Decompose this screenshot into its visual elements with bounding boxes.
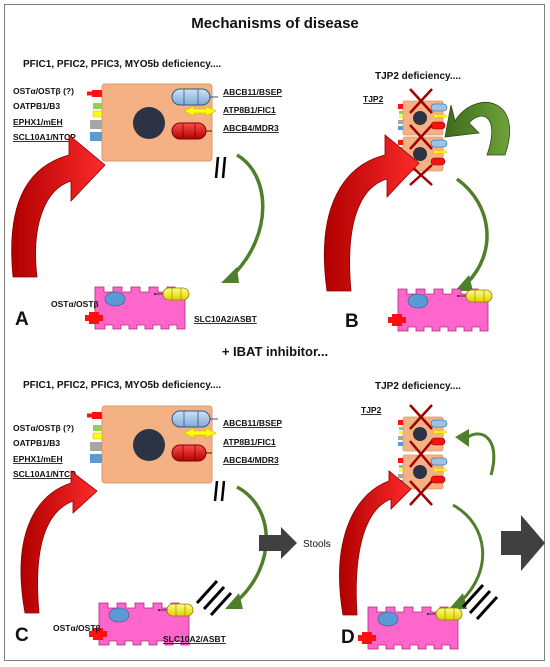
- panel-c-label-abcb4: ABCB4/MDR3: [223, 455, 279, 465]
- panel-a-label-scl10a1: SCL10A1/NTCP: [13, 132, 76, 142]
- panel-a-enterocyte-ost-label: OSTα/OSTβ: [51, 299, 99, 309]
- panel-d: TJP2 deficiency.... TJP2 D: [339, 381, 545, 650]
- panel-a-hepatocyte: [86, 83, 219, 162]
- panel-c-stools-arrow: [259, 527, 297, 559]
- panel-a-block-mark: [214, 156, 220, 179]
- panel-a-label-abcb11: ABCB11/BSEP: [223, 87, 282, 97]
- panel-c-block-mark: [213, 480, 219, 502]
- panel-a: PFIC1, PFIC2, PFIC3, MYO5b deficiency...…: [11, 59, 282, 330]
- figure-frame: Mechanisms of disease PFIC1, PFIC2, PFIC…: [4, 4, 545, 661]
- panel-a-label-ost-alpha-beta: OSTα/OSTβ (?): [13, 86, 74, 96]
- panel-c-label-atp8b1: ATP8B1/FIC1: [223, 437, 276, 447]
- panel-d-ibat-block: [468, 589, 492, 615]
- panel-a-enterocyte: [84, 286, 190, 330]
- panel-d-hepatocyte-top: [397, 416, 448, 452]
- panel-c-label-ephx1: EPHX1/mEH: [13, 454, 63, 464]
- panel-d-stools-arrow: [501, 515, 545, 571]
- panel-d-recirculation-arrow: [464, 432, 496, 476]
- panel-a-return-arrow-red: [11, 134, 106, 278]
- panel-a-enterocyte-asbt-label: SLC10A2/ASBT: [194, 314, 258, 324]
- panel-b-enterocyte: [387, 288, 493, 332]
- panel-c-ibat-block: [202, 585, 226, 611]
- panel-b-return-arrow-red: [323, 134, 420, 292]
- panel-b-letter: B: [345, 311, 359, 332]
- panel-b-hepatocyte-top: [397, 100, 448, 136]
- panel-b-bile-arrow-green: [455, 177, 489, 285]
- panel-d-recirculation-arrow-head: [455, 429, 469, 447]
- panel-c: PFIC1, PFIC2, PFIC3, MYO5b deficiency...…: [13, 380, 331, 646]
- panel-b-tjp2-label: TJP2: [363, 94, 384, 104]
- panel-d-tjp2-label: TJP2: [361, 405, 382, 415]
- panel-c-bile-arrow-head: [225, 593, 243, 609]
- ibat-heading: + IBAT inhibitor...: [222, 344, 328, 359]
- panel-c-ibat-block: [195, 579, 219, 605]
- panel-d-return-arrow-red: [339, 470, 412, 616]
- panel-c-stools-label: Stools: [303, 539, 331, 550]
- panel-a-letter: A: [15, 309, 29, 330]
- panel-d-bile-arrow-green: [452, 503, 485, 603]
- panel-c-label-ost-alpha-beta: OSTα/OSTβ (?): [13, 423, 74, 433]
- panel-b: TJP2 deficiency.... TJP2 B: [323, 71, 511, 332]
- panel-b-heading: TJP2 deficiency....: [375, 71, 461, 82]
- mechanisms-diagram: Mechanisms of disease PFIC1, PFIC2, PFIC…: [11, 15, 545, 650]
- panel-a-label-ephx1: EPHX1/mEH: [13, 117, 63, 127]
- panel-b-recirculation-arrow: [444, 101, 511, 156]
- panel-d-letter: D: [341, 627, 355, 648]
- panel-a-heading: PFIC1, PFIC2, PFIC3, MYO5b deficiency...…: [23, 59, 221, 70]
- panel-c-hepatocyte: [86, 405, 219, 484]
- panel-c-enterocyte-ost-label: OSTα/OSTβ: [53, 623, 101, 633]
- panel-d-bile-arrow-head: [449, 593, 467, 609]
- panel-c-label-abcb11: ABCB11/BSEP: [223, 418, 282, 428]
- panel-d-enterocyte: [357, 606, 463, 650]
- panel-d-tight-junction-crosses: [409, 404, 433, 506]
- panel-c-label-scl10a1: SCL10A1/NTCP: [13, 469, 76, 479]
- panel-a-label-oatpb1: OATPB1/B3: [13, 101, 60, 111]
- panel-c-heading: PFIC1, PFIC2, PFIC3, MYO5b deficiency...…: [23, 380, 221, 391]
- panel-d-ibat-block: [461, 583, 485, 609]
- panel-c-letter: C: [15, 625, 29, 646]
- panel-b-bile-arrow-head: [455, 275, 473, 291]
- panel-a-block-mark: [221, 156, 227, 179]
- panel-a-bile-arrow-green: [231, 153, 265, 277]
- panel-d-ibat-block: [475, 595, 499, 621]
- panel-a-label-abcb4: ABCB4/MDR3: [223, 123, 279, 133]
- panel-d-heading: TJP2 deficiency....: [375, 381, 461, 392]
- panel-c-enterocyte-asbt-label: SLC10A2/ASBT: [163, 634, 227, 644]
- panel-c-label-oatpb1: OATPB1/B3: [13, 438, 60, 448]
- panel-a-label-atp8b1: ATP8B1/FIC1: [223, 105, 276, 115]
- figure-title: Mechanisms of disease: [191, 15, 359, 32]
- panel-c-return-arrow-red: [20, 470, 98, 614]
- panel-a-bile-arrow-head: [221, 267, 239, 283]
- panel-c-block-mark: [220, 480, 226, 502]
- panel-c-ibat-block: [209, 591, 233, 617]
